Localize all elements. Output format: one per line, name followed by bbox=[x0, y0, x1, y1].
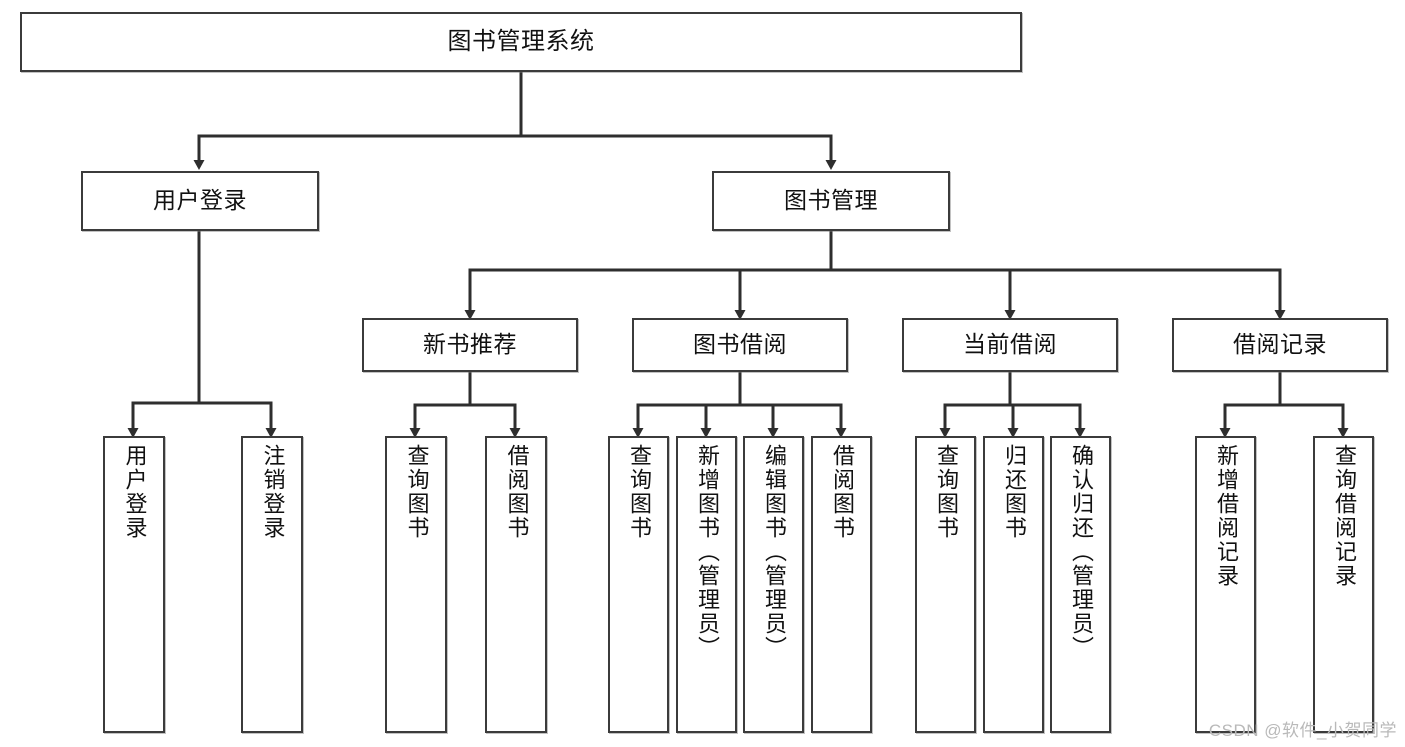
leaf-user-login-signout[interactable]: 注销登录 bbox=[241, 436, 303, 733]
leaf-recommend-borrow-book[interactable]: 借阅图书 bbox=[485, 436, 547, 733]
node-book-borrow[interactable]: 图书借阅 bbox=[632, 318, 848, 372]
node-label: 图书借阅 bbox=[693, 331, 787, 358]
node-label: 查询图书 bbox=[933, 444, 959, 540]
node-label: 借阅记录 bbox=[1233, 331, 1327, 358]
node-user-login[interactable]: 用户登录 bbox=[81, 171, 319, 231]
leaf-borrow-borrow-book[interactable]: 借阅图书 bbox=[811, 436, 872, 733]
node-label: 用户登录 bbox=[153, 187, 247, 214]
leaf-recommend-query-book[interactable]: 查询图书 bbox=[385, 436, 447, 733]
leaf-borrow-query-book[interactable]: 查询图书 bbox=[608, 436, 669, 733]
node-label: 归还图书 bbox=[1001, 444, 1027, 540]
node-label: 借阅图书 bbox=[504, 444, 530, 540]
leaf-current-query-book[interactable]: 查询图书 bbox=[915, 436, 976, 733]
node-label: 新增借阅记录 bbox=[1213, 444, 1239, 588]
node-book-management[interactable]: 图书管理 bbox=[712, 171, 950, 231]
node-label: 注销登录 bbox=[260, 444, 286, 540]
node-label: 当前借阅 bbox=[963, 331, 1057, 358]
node-current-borrow[interactable]: 当前借阅 bbox=[902, 318, 1118, 372]
node-label: 图书管理系统 bbox=[447, 27, 595, 55]
node-label: 编辑图书（管理员） bbox=[761, 444, 787, 660]
leaf-current-confirm-return-admin[interactable]: 确认归还（管理员） bbox=[1050, 436, 1111, 733]
leaf-borrow-add-book-admin[interactable]: 新增图书（管理员） bbox=[676, 436, 737, 733]
node-label: 图书管理 bbox=[784, 187, 878, 214]
leaf-user-login-signin[interactable]: 用户登录 bbox=[103, 436, 165, 733]
node-label: 新增图书（管理员） bbox=[694, 444, 720, 660]
leaf-borrow-edit-book-admin[interactable]: 编辑图书（管理员） bbox=[743, 436, 804, 733]
node-borrow-record[interactable]: 借阅记录 bbox=[1172, 318, 1388, 372]
node-root-system[interactable]: 图书管理系统 bbox=[20, 12, 1022, 72]
node-label: 查询图书 bbox=[626, 444, 652, 540]
node-label: 查询图书 bbox=[404, 444, 430, 540]
csdn-watermark: CSDN @软件_小贺同学 bbox=[1208, 721, 1397, 740]
node-label: 新书推荐 bbox=[423, 331, 517, 358]
node-label: 用户登录 bbox=[122, 444, 148, 540]
leaf-record-query-record[interactable]: 查询借阅记录 bbox=[1313, 436, 1374, 733]
node-label: 借阅图书 bbox=[829, 444, 855, 540]
node-label: 查询借阅记录 bbox=[1331, 444, 1357, 588]
node-new-book-recommend[interactable]: 新书推荐 bbox=[362, 318, 578, 372]
leaf-record-add-record[interactable]: 新增借阅记录 bbox=[1195, 436, 1256, 733]
node-label: 确认归还（管理员） bbox=[1068, 444, 1094, 660]
leaf-current-return-book[interactable]: 归还图书 bbox=[983, 436, 1044, 733]
